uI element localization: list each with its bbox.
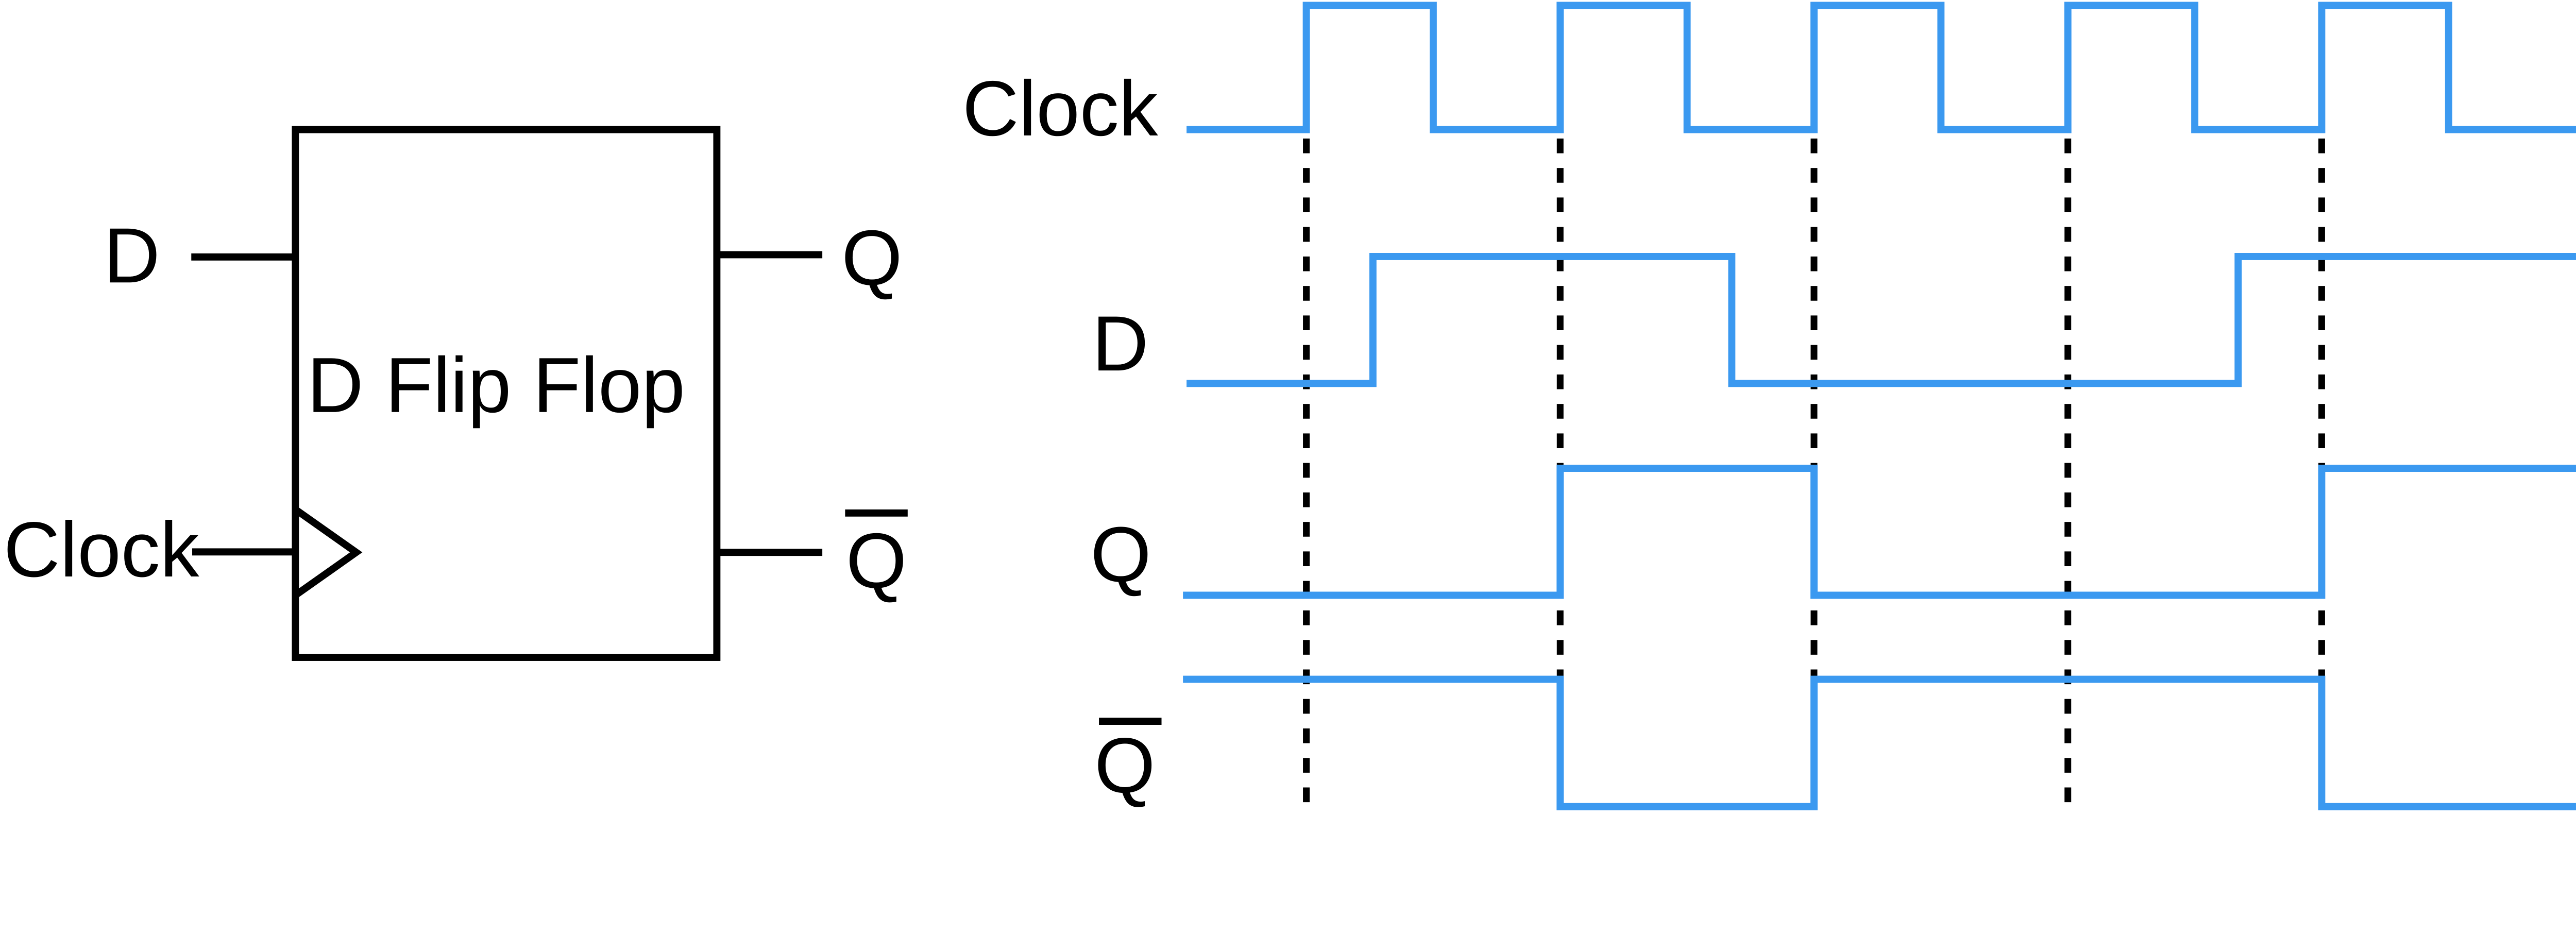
waveform-qbar [1183, 675, 2576, 810]
waveform-d [1187, 252, 2576, 387]
flip-flop-box [292, 126, 721, 661]
waveform-q [1183, 465, 2576, 599]
schematic-clock-label: Clock [4, 506, 200, 593]
schematic-q-label: Q [841, 215, 902, 302]
schematic-qbar-label: Q [846, 518, 907, 605]
timing-label-q: Q [1090, 512, 1151, 599]
flip-flop-title: D Flip Flop [307, 342, 685, 429]
timing-label-qbar: Q [1094, 722, 1155, 809]
timing-label-d: D [1092, 300, 1149, 387]
timing-label-clock: Clock [962, 65, 1159, 152]
clock-edge-triangle-icon [293, 506, 363, 599]
waveform-clock [1187, 2, 2576, 133]
schematic-d-label: D [104, 212, 160, 299]
